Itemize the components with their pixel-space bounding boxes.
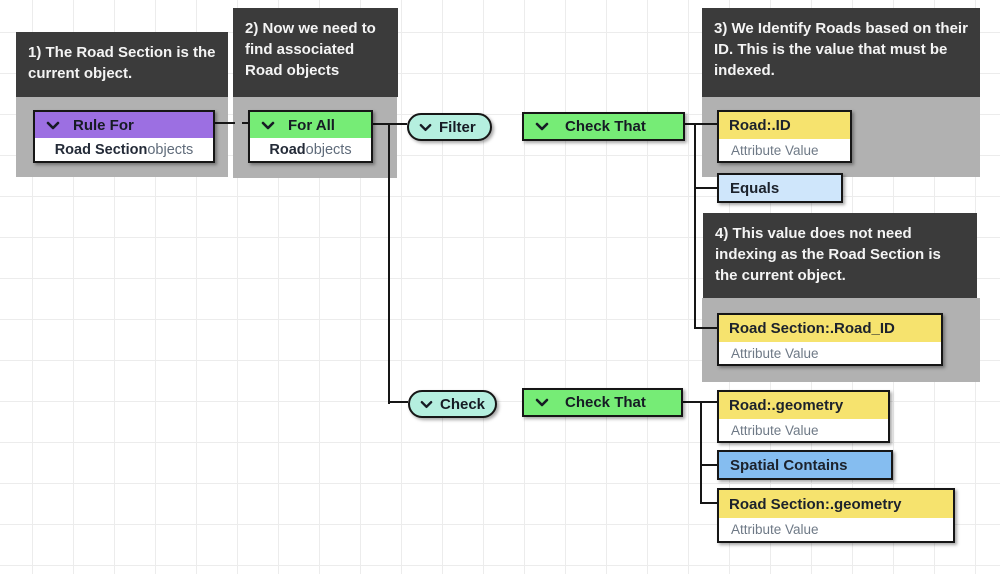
object-class: Road (269, 141, 306, 158)
chevron-down-icon[interactable] (535, 398, 549, 407)
equals-label: Equals (730, 179, 780, 197)
for-all-header[interactable]: For All (250, 112, 371, 138)
connector (700, 401, 702, 504)
equals-node[interactable]: Equals (717, 173, 843, 203)
note-4[interactable]: 4) This value does not need indexing as … (703, 213, 977, 298)
check-that-node-bottom[interactable]: Check That (522, 388, 683, 417)
check-that-header[interactable]: Check That (524, 390, 681, 415)
note-3[interactable]: 3) We Identify Roads based on their ID. … (702, 8, 980, 97)
connector (685, 123, 717, 125)
connector (700, 502, 717, 504)
for-all-node[interactable]: For All Road objects (248, 110, 373, 163)
road-section-road-id-label[interactable]: Road Section:.Road_ID (719, 315, 941, 342)
check-pill[interactable]: Check (408, 390, 497, 418)
connector (694, 123, 696, 329)
road-geometry-node[interactable]: Road:.geometry Attribute Value (717, 390, 890, 443)
connector (694, 327, 717, 329)
connector (213, 122, 229, 124)
connector (388, 401, 408, 403)
road-id-type: Attribute Value (719, 139, 850, 161)
check-that-header[interactable]: Check That (524, 114, 683, 139)
road-section-geometry-node[interactable]: Road Section:.geometry Attribute Value (717, 488, 955, 543)
connector (694, 187, 717, 189)
spatial-contains-node[interactable]: Spatial Contains (717, 450, 893, 480)
road-section-road-id-node[interactable]: Road Section:.Road_ID Attribute Value (717, 313, 943, 366)
note-2[interactable]: 2) Now we need to find associated Road o… (233, 8, 398, 97)
check-that-label: Check That (565, 394, 646, 411)
rule-for-object: Road Section objects (35, 138, 213, 161)
connector (388, 123, 390, 404)
road-id-label[interactable]: Road:.ID (719, 112, 850, 139)
for-all-object: Road objects (250, 138, 371, 161)
object-suffix: objects (305, 141, 352, 158)
road-geometry-label[interactable]: Road:.geometry (719, 392, 888, 419)
road-section-road-id-type: Attribute Value (719, 342, 941, 364)
chevron-down-icon[interactable] (419, 123, 432, 132)
road-section-geometry-label[interactable]: Road Section:.geometry (719, 490, 953, 518)
connector-dashed (229, 122, 248, 124)
chevron-down-icon[interactable] (420, 400, 433, 409)
check-label: Check (440, 395, 486, 413)
object-suffix: objects (147, 141, 194, 158)
rule-for-label: Rule For (73, 116, 134, 134)
connector (700, 464, 717, 466)
road-id-node[interactable]: Road:.ID Attribute Value (717, 110, 852, 163)
rule-for-node[interactable]: Rule For Road Section objects (33, 110, 215, 163)
road-section-geometry-type: Attribute Value (719, 518, 953, 541)
note-1[interactable]: 1) The Road Section is the current objec… (16, 32, 228, 97)
filter-pill[interactable]: Filter (407, 113, 492, 141)
spatial-contains-label: Spatial Contains (730, 456, 848, 474)
chevron-down-icon[interactable] (535, 122, 549, 131)
chevron-down-icon[interactable] (46, 121, 60, 130)
for-all-label: For All (288, 116, 335, 134)
check-that-label: Check That (565, 118, 646, 135)
filter-label: Filter (439, 118, 476, 136)
rule-for-header[interactable]: Rule For (35, 112, 213, 138)
object-class: Road Section (54, 141, 148, 158)
road-geometry-type: Attribute Value (719, 419, 888, 441)
check-that-node-top[interactable]: Check That (522, 112, 685, 141)
chevron-down-icon[interactable] (261, 121, 275, 130)
connector (373, 123, 407, 125)
